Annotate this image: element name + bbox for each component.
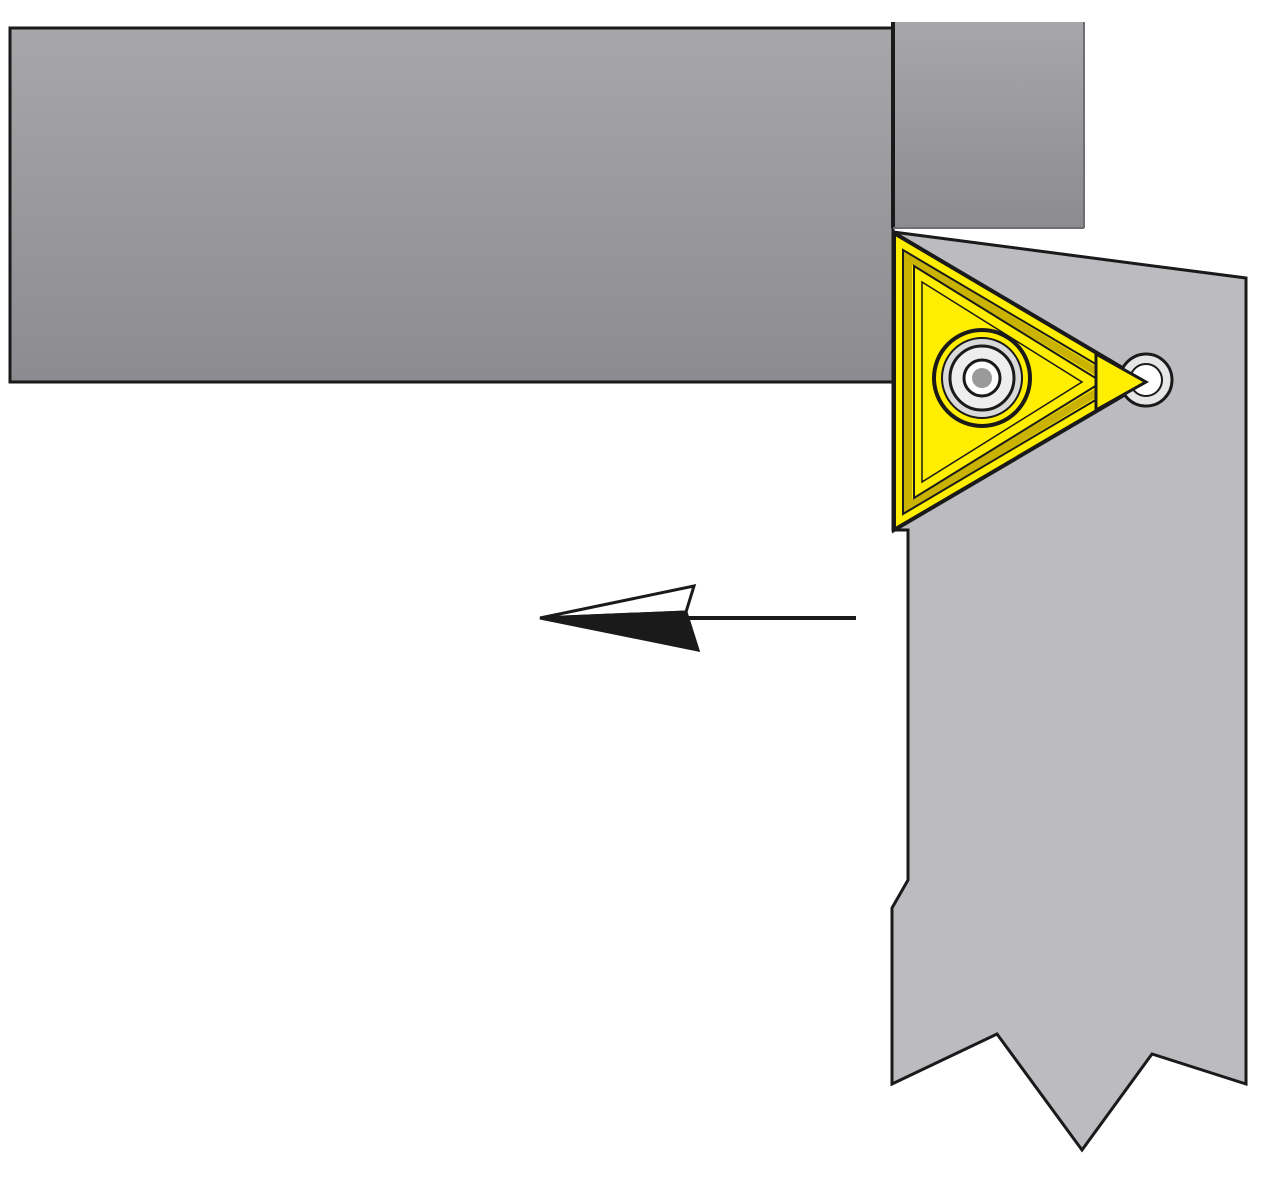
insert-tip [1094, 351, 1150, 413]
workpiece-body [8, 26, 895, 384]
workpiece [8, 22, 1085, 384]
locating-pin-icon [1118, 352, 1174, 408]
workpiece-shoulder [893, 22, 1084, 228]
insert-chipbreaker-band [904, 250, 1122, 514]
insert-chipbreaker-line-outer [902, 248, 1128, 516]
insert-inner-line [921, 280, 1084, 484]
insert-chipbreaker-line-inner [913, 264, 1104, 500]
arrow-left-icon [539, 584, 856, 652]
arrowhead-lower [539, 610, 701, 652]
cutting-insert [892, 229, 1174, 534]
screw-icon [932, 328, 1032, 428]
